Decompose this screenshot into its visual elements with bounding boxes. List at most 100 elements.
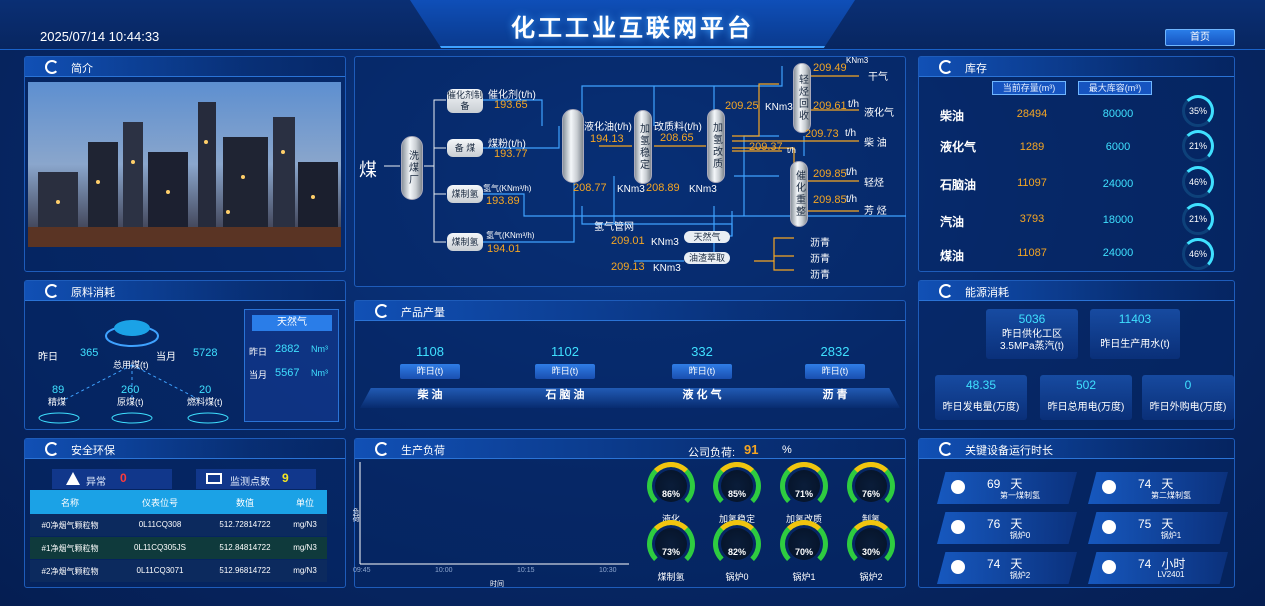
lpg-label: 液化气 — [864, 108, 894, 119]
stock-max: 18000 — [1102, 214, 1134, 226]
stock-pct-ring: 46% — [1182, 238, 1214, 270]
energy-value: 5036 — [1018, 312, 1046, 326]
cell-unit: mg/N3 — [293, 566, 317, 575]
stock-current: 1289 — [1019, 141, 1045, 153]
h2-flow-value: 193.89 — [486, 195, 520, 207]
light-recover-tower[interactable]: 轻烃回收 — [793, 63, 811, 133]
load-gauge[interactable]: 85% 加氢稳定 — [713, 462, 765, 524]
h2-net-label: 氢气管网 — [594, 222, 634, 233]
equipment-card[interactable]: 74 天 第二煤制氢 — [1088, 472, 1228, 504]
load-gauge[interactable]: 30% 锅炉2 — [847, 520, 899, 582]
asphalt-3: 沥青 — [810, 270, 830, 281]
stock-name: 石脑油 — [940, 178, 977, 192]
liquefaction-tower[interactable] — [562, 109, 584, 183]
stock-pct-ring: 21% — [1182, 130, 1214, 162]
product-name: 沥 青 — [822, 389, 848, 401]
datetime: 2025/07/14 10:44:33 — [40, 29, 160, 44]
gauge-name: 煤制氢 — [657, 572, 685, 582]
load-tick: 10:15 — [517, 567, 535, 574]
energy-gen[interactable]: 48.35 昨日发电量(万度) — [935, 375, 1027, 420]
section-icon — [939, 60, 953, 74]
light-hc-label: 轻烃 — [864, 178, 884, 189]
equipment-card[interactable]: 74 天 锅炉2 — [937, 552, 1077, 584]
gauge-value: 86% — [661, 489, 680, 499]
energy-water[interactable]: 11403 昨日生产用水(t) — [1090, 309, 1180, 359]
hydro-modify-tower[interactable]: 加氢改质 — [707, 109, 725, 183]
coal-gas-1[interactable]: 煤制氢 — [447, 185, 483, 203]
energy-steam[interactable]: 5036 昨日供化工区3.5MPa蒸汽(t) — [986, 309, 1078, 359]
table-row[interactable]: #2净烟气颗粒物 0L11CQ3071 512.96814722 mg/N3 — [30, 560, 327, 582]
equipment-icon — [951, 480, 965, 494]
equipment-card[interactable]: 74 小时 LV2401 — [1088, 552, 1228, 584]
table-row[interactable]: #0净烟气颗粒物 0L11CQ308 512.72814722 mg/N3 — [30, 514, 327, 536]
gauge-center — [855, 528, 887, 560]
table-row[interactable]: #1净烟气颗粒物 0L11CQ305JS 512.84814722 mg/N3 — [30, 537, 327, 559]
title-plate — [410, 0, 855, 48]
coal-gas-2[interactable]: 煤制氢 — [447, 233, 483, 251]
equipment-card[interactable]: 69 天 第一煤制氢 — [937, 472, 1077, 504]
product-item[interactable]: 1108 昨日(t) 柴 油 — [385, 344, 475, 402]
equipment-number: 76 — [987, 517, 1001, 531]
load-gauge[interactable]: 71% 加氢改质 — [780, 462, 832, 524]
lr-out2-unit: t/h — [848, 99, 860, 110]
raw-panel-header: 原料消耗 — [25, 281, 345, 301]
stock-col-max: 最大库容(m³) — [1078, 81, 1152, 95]
load-xaxis-label: 时间 — [490, 581, 504, 588]
energy-use[interactable]: 502 昨日总用电(万度) — [1040, 375, 1132, 420]
points-value: 9 — [282, 471, 289, 485]
load-gauge[interactable]: 76% 制氢 — [847, 462, 899, 524]
product-item[interactable]: 2832 昨日(t) 沥 青 — [790, 344, 880, 402]
cat-reform-tower[interactable]: 催化重整 — [790, 161, 808, 227]
section-icon — [45, 284, 59, 298]
product-item[interactable]: 1102 昨日(t) 石 脑 油 — [520, 344, 610, 402]
natural-gas-pill[interactable]: 天然气 — [684, 231, 730, 243]
wash-plant[interactable]: 洗煤厂 — [401, 136, 423, 200]
gauge-center — [721, 528, 753, 560]
lr-out2-value: 209.61 — [813, 100, 847, 112]
gas-month-label: 当月 — [249, 370, 268, 380]
equipment-card[interactable]: 75 天 锅炉1 — [1088, 512, 1228, 544]
gauge-center — [788, 528, 820, 560]
home-button[interactable]: 首页 — [1165, 29, 1235, 46]
gauge-value: 71% — [794, 489, 813, 499]
hydro-stable-tower[interactable]: 加氢稳定 — [634, 110, 652, 184]
equipment-card[interactable]: 76 天 锅炉0 — [937, 512, 1077, 544]
company-load-label: 公司负荷: — [688, 447, 736, 459]
v2-value: 208.89 — [646, 182, 680, 194]
equipment-unit: 小时 — [1161, 557, 1186, 571]
safety-panel-header: 安全环保 — [25, 439, 345, 459]
points-card[interactable]: 监测点数 9 — [196, 469, 316, 489]
company-load-unit: % — [782, 444, 792, 456]
gauge-value: 73% — [661, 547, 680, 557]
section-icon — [45, 60, 59, 74]
energy-value: 11403 — [1118, 312, 1152, 326]
energy-buy[interactable]: 0 昨日外购电(万度) — [1142, 375, 1234, 420]
catalyst-prep[interactable]: 催化剂制备 — [447, 89, 484, 113]
stock-pct-arc — [1182, 203, 1214, 235]
product-value: 332 — [691, 344, 713, 359]
product-sub: 昨日(t) — [535, 364, 595, 379]
equipment-name: LV2401 — [1157, 570, 1185, 579]
load-gauge[interactable]: 86% 液化 — [647, 462, 699, 524]
liquid-oil-value: 194.13 — [590, 133, 624, 145]
abnormal-card[interactable]: 异常 0 — [52, 469, 172, 489]
slag-value: 209.13 — [611, 261, 645, 273]
cell-name: #1净烟气颗粒物 — [41, 544, 99, 553]
reform-in-unit: t/h — [787, 146, 796, 155]
equipment-unit: 天 — [1010, 517, 1023, 531]
coal-prep[interactable]: 备 煤 — [447, 139, 483, 157]
equipment-name: 锅炉0 — [1009, 531, 1031, 540]
slag-extract-pill[interactable]: 油渣萃取 — [684, 252, 730, 264]
load-gauge[interactable]: 70% 锅炉1 — [780, 520, 832, 582]
load-gauge[interactable]: 73% 煤制氢 — [647, 520, 699, 582]
stock-current: 28494 — [1016, 108, 1048, 120]
stock-pct-ring: 46% — [1182, 166, 1214, 198]
equipment-icon — [951, 560, 965, 574]
cell-value: 512.84814722 — [219, 543, 271, 552]
col-header: 名称 — [60, 498, 79, 508]
energy-value: 48.35 — [965, 378, 997, 392]
load-gauge[interactable]: 82% 锅炉0 — [713, 520, 765, 582]
equipment-unit: 天 — [1161, 517, 1174, 531]
product-item[interactable]: 332 昨日(t) 液 化 气 — [657, 344, 747, 402]
gauge-value: 76% — [861, 489, 880, 499]
